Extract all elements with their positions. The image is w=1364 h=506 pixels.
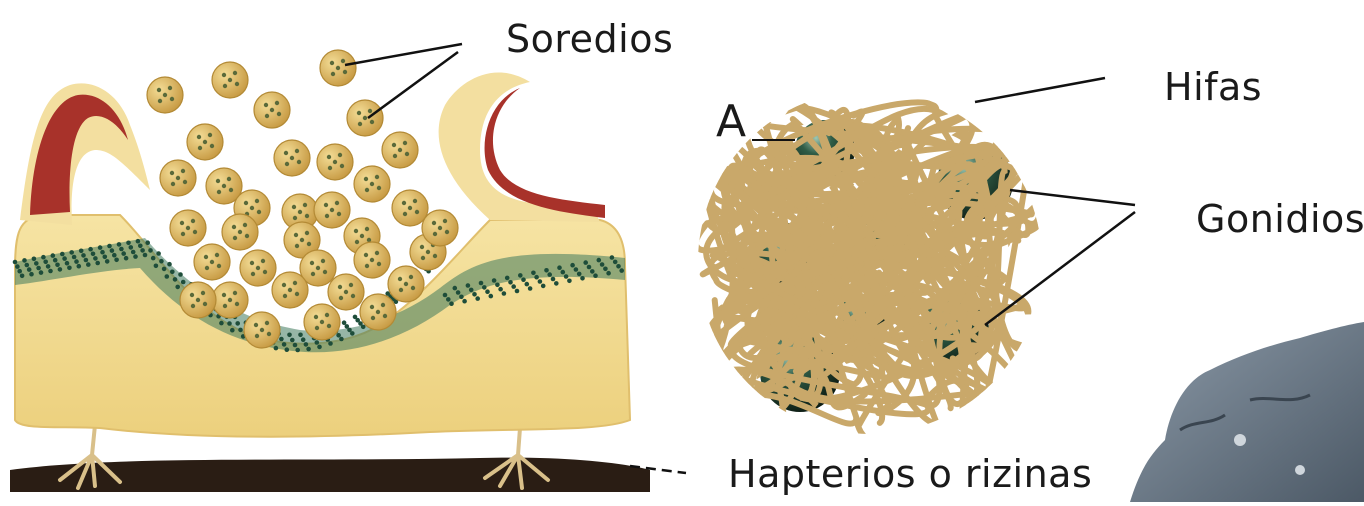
- soredium-granule: [347, 100, 383, 136]
- soredium-granule: [304, 304, 340, 340]
- soredium-granule: [422, 210, 458, 246]
- soredium-granule: [382, 132, 418, 168]
- soredium-granule: [180, 282, 216, 318]
- soredium-granule: [194, 244, 230, 280]
- soredium-granule: [354, 242, 390, 278]
- soredium-granule: [170, 210, 206, 246]
- soredium-granule: [222, 214, 258, 250]
- soredium-granule: [212, 282, 248, 318]
- label-hifas: Hifas: [1164, 68, 1262, 106]
- substrate: [10, 458, 650, 492]
- soredium-granule: [160, 160, 196, 196]
- soredium-granule: [240, 250, 276, 286]
- soredium-granule: [317, 144, 353, 180]
- soredium-granule: [360, 294, 396, 330]
- soredium-granule: [274, 140, 310, 176]
- soredium-granule: [254, 92, 290, 128]
- soredium-granule: [314, 192, 350, 228]
- label-panel-a: A: [716, 100, 747, 144]
- soredium-granule: [388, 266, 424, 302]
- soredium-granule: [354, 166, 390, 202]
- soredium-granule: [187, 124, 223, 160]
- label-soredios: Soredios: [506, 20, 673, 58]
- label-gonidios: Gonidios: [1196, 200, 1364, 238]
- label-hapterios: Hapterios o rizinas: [728, 455, 1092, 493]
- soredium-granule: [272, 272, 308, 308]
- soredium-granule: [392, 190, 428, 226]
- soredium-granule: [212, 62, 248, 98]
- soredium-granule: [320, 50, 356, 86]
- soredium-granule: [328, 274, 364, 310]
- soredium-granule: [244, 312, 280, 348]
- right-lip: [439, 73, 600, 222]
- hifas-leader: [975, 78, 1105, 102]
- lichen-specimen: [1130, 322, 1364, 502]
- hyphae: [689, 96, 1040, 448]
- soredium-detail: [689, 96, 1040, 448]
- soredium-granule: [147, 77, 183, 113]
